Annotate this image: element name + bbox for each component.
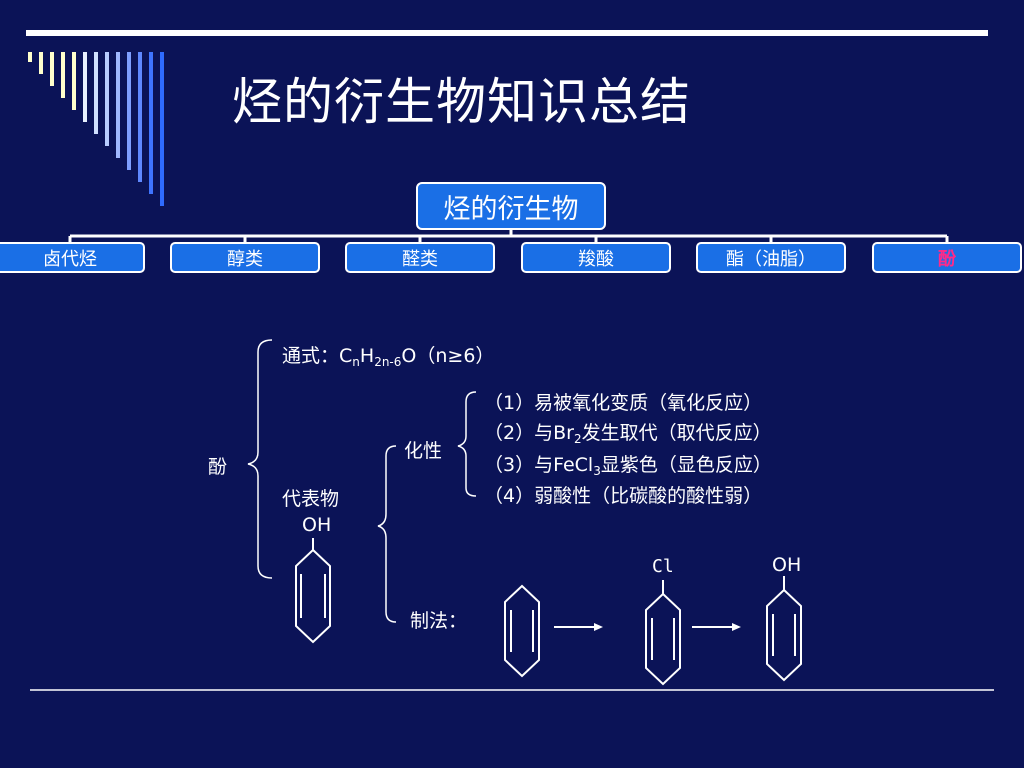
property-2: （2）与Br2发生取代（取代反应） <box>484 418 772 446</box>
category-ester[interactable]: 酯（油脂） <box>696 242 846 273</box>
chem-prop-brace <box>457 391 477 497</box>
representative-label: 代表物 <box>282 488 340 510</box>
product-oh-label: OH <box>772 554 802 576</box>
formula-sub-2n6: 2n-6 <box>374 355 402 369</box>
root-node-derivatives[interactable]: 烃的衍生物 <box>416 182 606 230</box>
formula-sub-n: n <box>352 355 360 369</box>
property-3-sub: 3 <box>593 464 601 478</box>
property-3-a: （3）与FeCl <box>484 454 594 476</box>
property-2-sub: 2 <box>573 432 582 446</box>
phenol-label: 酚 <box>208 456 228 478</box>
hierarchy-connectors <box>68 230 949 242</box>
property-3-b: 显紫色（显色反应） <box>600 454 772 476</box>
phenol-oh-label: OH <box>302 514 332 536</box>
category-alcohol[interactable]: 醇类 <box>170 242 320 273</box>
category-haloalkane[interactable]: 卤代烃 <box>0 242 145 273</box>
category-aldehyde[interactable]: 醛类 <box>345 242 495 273</box>
chem-prop-label: 化性 <box>404 440 443 462</box>
page-title: 烃的衍生物知识总结 <box>232 73 691 131</box>
top-rule <box>26 30 988 36</box>
prep-label: 制法： <box>410 610 468 632</box>
formula-prefix: 通式：C <box>282 345 353 367</box>
chlorobenzene-structure-icon <box>645 580 681 686</box>
property-3: （3）与FeCl3显紫色（显色反应） <box>484 450 772 478</box>
reaction-arrow-1 <box>554 623 603 631</box>
property-1: （1）易被氧化变质（氧化反应） <box>484 392 763 414</box>
cl-label: Cl <box>652 556 674 577</box>
phenol-structure-icon <box>295 538 331 644</box>
reaction-arrow-2 <box>692 623 741 631</box>
representative-brace <box>377 445 397 623</box>
phenol-product-structure-icon <box>766 576 802 682</box>
category-phenol[interactable]: 酚 <box>872 242 1022 273</box>
property-4: （4）弱酸性（比碳酸的酸性弱） <box>484 485 763 507</box>
formula-h: H <box>359 345 375 367</box>
property-2-b: 发生取代（取代反应） <box>581 422 772 444</box>
general-formula: 通式：CnH2n-6O（n≥6） <box>282 341 494 369</box>
phenol-brace <box>247 339 273 579</box>
benzene-structure-icon <box>504 584 540 678</box>
decor-stripes <box>28 52 164 206</box>
formula-suffix: O（n≥6） <box>401 345 495 367</box>
category-carboxylic-acid[interactable]: 羧酸 <box>521 242 671 273</box>
property-2-a: （2）与Br <box>484 422 574 444</box>
